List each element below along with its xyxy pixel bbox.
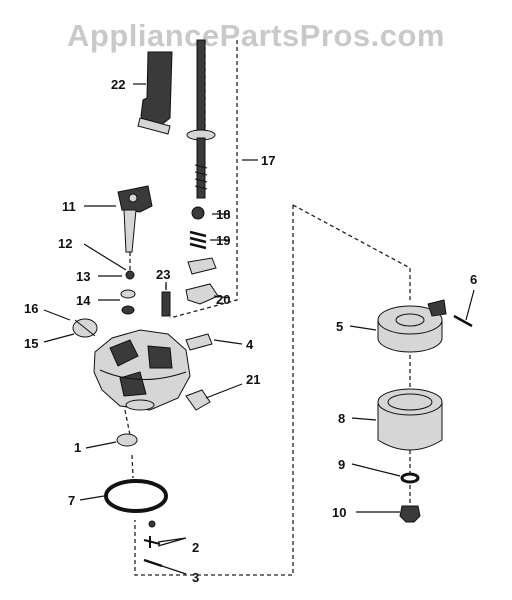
part-3-pin	[143, 558, 163, 568]
part-1-gasket	[116, 433, 138, 447]
part-22-bracket	[137, 51, 173, 135]
part-12-throttle-shaft	[123, 209, 137, 253]
callout-6: 6	[470, 272, 477, 287]
callout-7: 7	[68, 493, 75, 508]
part-23-screw	[161, 291, 171, 317]
callout-22: 22	[111, 77, 125, 92]
part-15-throttle-plate	[72, 318, 98, 338]
callout-5: 5	[336, 319, 343, 334]
callout-10: 10	[332, 505, 346, 520]
callout-labels: 22 17 11 12 13 14 16 15 18 19 23 20 4 21…	[24, 77, 477, 585]
part-19-spring	[189, 230, 207, 250]
part-11-throttle-lever	[117, 185, 153, 213]
callout-23: 23	[156, 267, 170, 282]
part-4-pin	[185, 333, 213, 351]
callout-21: 21	[246, 372, 260, 387]
part-20-valve	[185, 257, 219, 305]
part-10-bowl-nut	[399, 505, 421, 523]
callout-12: 12	[58, 236, 72, 251]
callout-8: 8	[338, 411, 345, 426]
callout-16: 16	[24, 301, 38, 316]
part-8-float-bowl	[377, 388, 443, 451]
callout-2: 2	[192, 540, 199, 555]
part-21-fitting	[185, 389, 211, 411]
part-7-o-ring	[104, 479, 168, 513]
callout-15: 15	[24, 336, 38, 351]
callout-11: 11	[62, 199, 76, 214]
callout-1: 1	[74, 440, 81, 455]
callout-9: 9	[338, 457, 345, 472]
callout-17: 17	[261, 153, 275, 168]
callout-19: 19	[216, 233, 230, 248]
carburetor-body	[93, 329, 191, 411]
part-18-washer	[191, 206, 205, 220]
callout-13: 13	[76, 269, 90, 284]
leader-lines	[43, 83, 475, 575]
part-6-float-pin	[453, 314, 473, 328]
callout-20: 20	[216, 292, 230, 307]
part-5-float	[377, 299, 447, 353]
callout-4: 4	[246, 337, 254, 352]
part-9-washer	[400, 472, 420, 484]
part-13-seal	[125, 270, 135, 280]
watermark: AppliancePartsPros.com	[67, 18, 445, 53]
part-14-washer	[120, 289, 136, 315]
callout-14: 14	[76, 293, 91, 308]
callout-3: 3	[192, 570, 199, 585]
callout-18: 18	[216, 207, 230, 222]
part-2-clip	[143, 520, 161, 548]
part-17-shaft	[186, 39, 216, 199]
